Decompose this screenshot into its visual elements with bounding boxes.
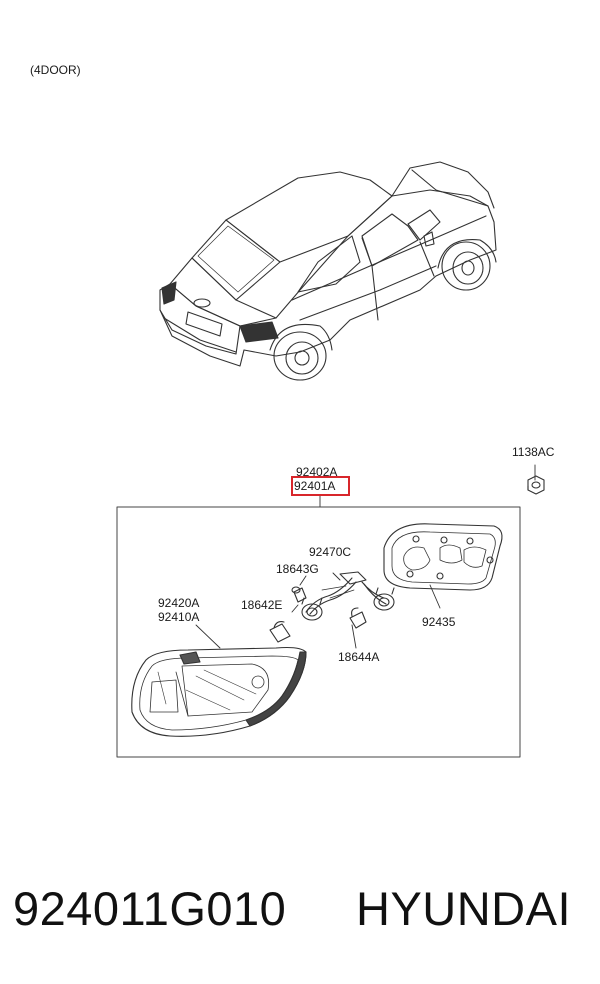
tail-lamp-icon bbox=[131, 646, 307, 737]
callout-92401a: 92401A bbox=[294, 479, 336, 493]
callout-18644a: 18644A bbox=[338, 650, 380, 664]
callout-18643g: 18643G bbox=[276, 562, 319, 576]
callout-1138ac: 1138AC bbox=[512, 445, 555, 459]
door-note: (4DOOR) bbox=[30, 63, 81, 77]
gasket-icon bbox=[383, 523, 503, 591]
callout-92435: 92435 bbox=[422, 615, 456, 629]
socket-wiring-icon bbox=[301, 571, 395, 621]
callout-92402a: 92402A bbox=[296, 465, 338, 479]
car-illustration bbox=[159, 161, 497, 381]
callout-18642e: 18642E bbox=[241, 598, 283, 612]
assembly-frame bbox=[116, 506, 521, 758]
nut-icon bbox=[527, 475, 545, 495]
bulb-icon bbox=[269, 586, 367, 643]
leader-lines bbox=[195, 464, 536, 649]
highlight-box bbox=[291, 476, 350, 496]
callout-92470c: 92470C bbox=[309, 545, 352, 559]
callout-92410a: 92410A bbox=[158, 610, 200, 624]
part-number: 924011G010 bbox=[13, 882, 287, 935]
brand-name: HYUNDAI bbox=[356, 882, 572, 935]
callout-92420a: 92420A bbox=[158, 596, 200, 610]
